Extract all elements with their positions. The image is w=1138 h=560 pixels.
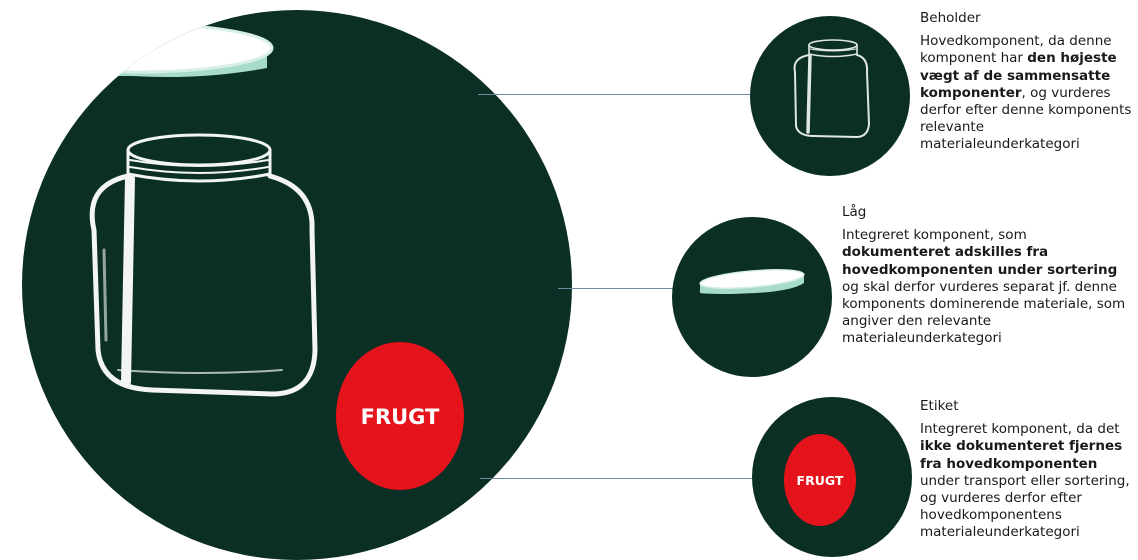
lid-text: Integreret komponent, som dokumenteret a…	[842, 227, 1135, 347]
lid-circle	[672, 217, 832, 377]
connector-line-label	[480, 478, 754, 479]
label-description: Etiket Integreret komponent, da det ikke…	[920, 398, 1135, 542]
jar-icon	[750, 16, 910, 176]
label-text: Integreret komponent, da det ikke dokume…	[920, 421, 1135, 541]
container-description: Beholder Hovedkomponent, da denne kompon…	[920, 10, 1135, 154]
connector-line-lid	[558, 288, 674, 289]
label-circle-text: FRUGT	[797, 473, 844, 488]
container-text: Hovedkomponent, da denne komponent har d…	[920, 33, 1135, 153]
container-title: Beholder	[920, 10, 1135, 27]
main-label-text: FRUGT	[361, 405, 440, 429]
lid-title: Låg	[842, 204, 1135, 221]
main-jar-icon	[92, 135, 315, 394]
connector-line-container	[478, 94, 752, 95]
label-title: Etiket	[920, 398, 1135, 415]
label-circle: FRUGT	[752, 397, 912, 557]
container-circle	[750, 16, 910, 176]
lid-icon	[672, 217, 832, 377]
label-icon: FRUGT	[752, 397, 912, 557]
lid-description: Låg Integreret komponent, som dokumenter…	[842, 204, 1135, 348]
main-label-icon: FRUGT	[336, 342, 464, 490]
main-lid-icon	[22, 24, 272, 77]
